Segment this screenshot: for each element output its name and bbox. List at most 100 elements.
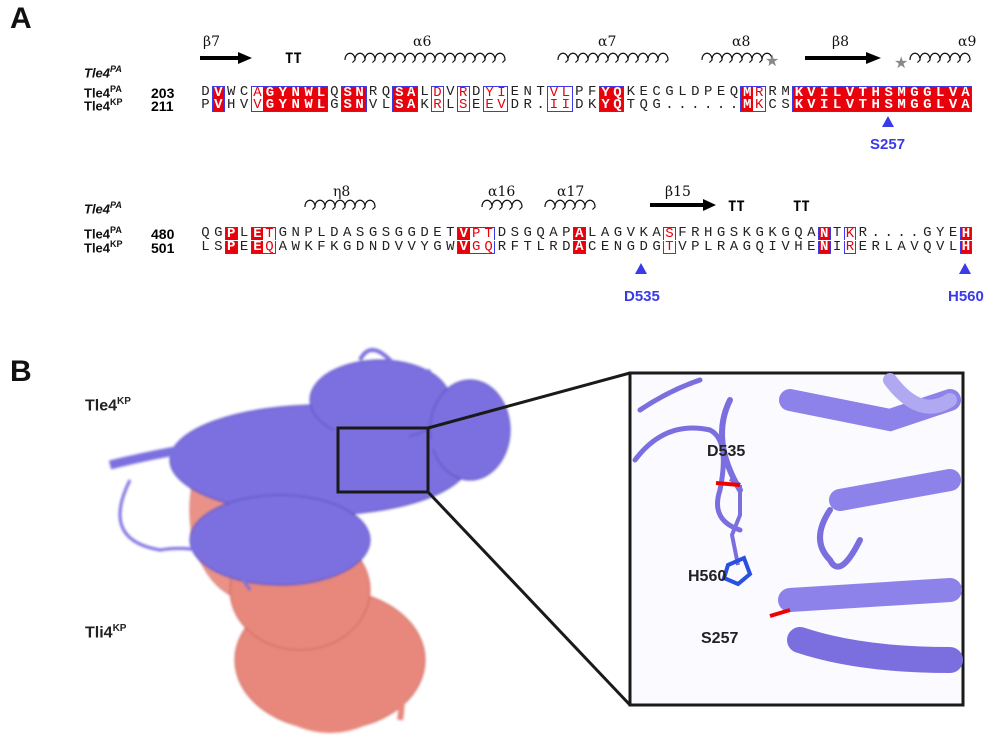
zoom-connector-line bbox=[427, 371, 631, 430]
active-site-inset bbox=[628, 371, 965, 707]
residue: G bbox=[920, 86, 934, 100]
residue: I bbox=[817, 86, 831, 100]
residue: K bbox=[304, 239, 313, 255]
panel-a-letter: A bbox=[10, 2, 32, 35]
residue: D bbox=[562, 239, 571, 255]
residue: A bbox=[959, 86, 973, 100]
residue: Q bbox=[729, 84, 739, 100]
residue: E bbox=[482, 98, 496, 112]
residue: D bbox=[691, 84, 700, 100]
residue: M bbox=[895, 86, 908, 100]
residue: A bbox=[250, 86, 264, 100]
residue: A bbox=[729, 239, 739, 255]
residue: I bbox=[559, 98, 573, 112]
residue: I bbox=[817, 98, 831, 112]
residue: K bbox=[742, 225, 752, 241]
residue: F bbox=[587, 84, 597, 100]
residue: N bbox=[817, 240, 831, 254]
residue: V bbox=[239, 97, 249, 113]
residue: V bbox=[495, 98, 509, 112]
residue: N bbox=[353, 86, 367, 100]
residue: Q bbox=[611, 98, 625, 112]
residue: M bbox=[740, 86, 754, 100]
residue: G bbox=[394, 225, 403, 241]
turn-label: TT bbox=[793, 199, 810, 215]
residue: L bbox=[239, 225, 249, 241]
residue: L bbox=[933, 98, 947, 112]
residue: A bbox=[343, 225, 352, 241]
residue: H bbox=[703, 225, 713, 241]
row-label: Tle4KP bbox=[84, 239, 123, 256]
residue: V bbox=[781, 239, 790, 255]
residue: S bbox=[392, 86, 406, 100]
residue: Q bbox=[923, 239, 932, 255]
residue: W bbox=[446, 239, 455, 255]
helix-alpha9 bbox=[909, 52, 971, 63]
residue: N bbox=[289, 98, 303, 112]
residue: R bbox=[497, 239, 507, 255]
residue: S bbox=[340, 86, 354, 100]
residue: C bbox=[239, 84, 249, 100]
beta8-arrow bbox=[805, 52, 881, 64]
residue: G bbox=[755, 225, 764, 241]
residue: K bbox=[843, 227, 857, 241]
residue: E bbox=[250, 240, 264, 254]
residue: V bbox=[843, 86, 857, 100]
residue: . bbox=[703, 97, 713, 113]
ss-label-alpha17: α17 bbox=[557, 184, 584, 200]
residue: G bbox=[214, 225, 223, 241]
residue: L bbox=[678, 84, 687, 100]
residue: G bbox=[716, 225, 726, 241]
residue: R bbox=[753, 86, 767, 100]
residue: P bbox=[224, 240, 238, 254]
residue: N bbox=[291, 225, 300, 241]
residue: H bbox=[227, 97, 236, 113]
ss-label-beta7: β7 bbox=[203, 34, 220, 50]
residue: E bbox=[948, 225, 958, 241]
start-number: 203 bbox=[151, 85, 175, 101]
zoom-region-box bbox=[336, 426, 430, 494]
residue: H bbox=[869, 86, 883, 100]
helix-alpha7 bbox=[557, 52, 669, 63]
residue: V bbox=[368, 97, 378, 113]
residue: I bbox=[495, 86, 509, 100]
residue: L bbox=[315, 86, 328, 100]
residue: . bbox=[729, 97, 739, 113]
residue: V bbox=[626, 225, 636, 241]
residue: T bbox=[482, 227, 496, 241]
start-number: 211 bbox=[151, 98, 174, 114]
residue: R bbox=[368, 84, 378, 100]
ss-label-alpha16: α16 bbox=[488, 184, 515, 200]
residue: L bbox=[420, 84, 429, 100]
residue: V bbox=[446, 84, 455, 100]
residue: . bbox=[910, 225, 919, 241]
residue: Y bbox=[936, 225, 945, 241]
residue: Y bbox=[482, 86, 496, 100]
residue: C bbox=[768, 97, 777, 113]
residue: L bbox=[559, 86, 573, 100]
helix-alpha6 bbox=[344, 52, 506, 63]
residue: D bbox=[431, 86, 444, 100]
residue: G bbox=[613, 225, 623, 241]
residue: K bbox=[420, 97, 429, 113]
ss-label-alpha6: α6 bbox=[413, 34, 431, 50]
residue: V bbox=[910, 239, 919, 255]
residue: V bbox=[936, 239, 945, 255]
residue: A bbox=[278, 239, 287, 255]
residue: V bbox=[211, 98, 225, 112]
residue: G bbox=[920, 98, 934, 112]
row-label: Tle4KP bbox=[84, 97, 123, 114]
residue: Y bbox=[276, 86, 290, 100]
beta15-arrow bbox=[650, 199, 716, 211]
residue: W bbox=[227, 84, 236, 100]
residue: E bbox=[858, 239, 868, 255]
residue: N bbox=[289, 86, 303, 100]
residue: S bbox=[882, 86, 896, 100]
residue: G bbox=[781, 225, 790, 241]
residue: K bbox=[330, 239, 339, 255]
residue: V bbox=[394, 239, 403, 255]
residue: S bbox=[381, 225, 391, 241]
residue: E bbox=[716, 84, 726, 100]
